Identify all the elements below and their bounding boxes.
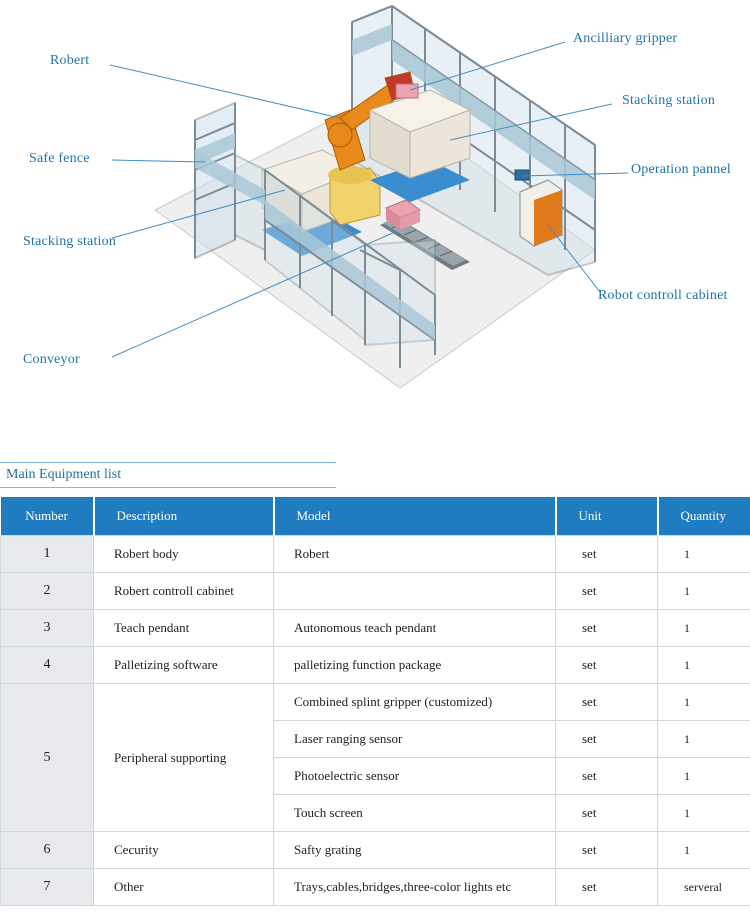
cell-model: Safty grating — [273, 831, 556, 869]
cell-quantity: 1 — [657, 831, 750, 869]
table-header-row: Number Description Model Unit Quantity — [0, 497, 750, 536]
equipment-table: Number Description Model Unit Quantity 1… — [0, 497, 750, 906]
robot-base — [328, 166, 381, 226]
cell-model: Photoelectric sensor — [273, 757, 556, 795]
cell-quantity: 1 — [657, 609, 750, 647]
robot-controll-cabinet — [519, 179, 563, 247]
cell-model: Laser ranging sensor — [273, 720, 556, 758]
cell-number: 7 — [0, 868, 94, 906]
cell-unit: set — [555, 572, 658, 610]
cell-unit: set — [555, 794, 658, 832]
fence-panels-front — [195, 150, 435, 340]
table-row: 6 Cecurity Safty grating set 1 — [0, 831, 750, 869]
cell-number: 1 — [0, 535, 94, 573]
cell-quantity: 1 — [657, 757, 750, 795]
cell-number: 6 — [0, 831, 94, 869]
cell-unit: set — [555, 757, 658, 795]
table-row: Laser ranging sensor set 1 — [1, 720, 750, 758]
cell-quantity: serveral — [657, 868, 750, 906]
cell-number: 3 — [0, 609, 94, 647]
cell-unit: set — [555, 831, 658, 869]
cell-description: Robert body — [93, 535, 274, 573]
cell-number: 2 — [0, 572, 94, 610]
table-row: 4 Palletizing software palletizing funct… — [0, 646, 750, 684]
cell-description: Peripheral supporting — [93, 683, 274, 832]
cell-quantity: 1 — [657, 572, 750, 610]
cell-unit: set — [555, 868, 658, 906]
table-row: 7 Other Trays,cables,bridges,three-color… — [0, 868, 750, 906]
conveyor — [380, 199, 470, 270]
table-row: 2 Robert controll cabinet set 1 — [0, 572, 750, 610]
cell-model: Touch screen — [273, 794, 556, 832]
cell-description: Other — [93, 868, 274, 906]
cell-description: Robert controll cabinet — [93, 572, 274, 610]
equipment-list-title: Main Equipment list — [6, 467, 122, 482]
cell-model: Trays,cables,bridges,three-color lights … — [273, 868, 556, 906]
cell-model — [273, 572, 556, 610]
header-unit: Unit — [555, 497, 659, 536]
cell-description: Teach pendant — [93, 609, 274, 647]
title-rule-top — [0, 462, 336, 463]
cell-unit: set — [555, 535, 658, 573]
callout-robot-controll-cabinet: Robot controll cabinet — [598, 288, 728, 303]
cell-quantity: 1 — [657, 683, 750, 721]
operation-pannel — [514, 169, 530, 181]
callout-operation-pannel: Operation pannel — [631, 162, 731, 177]
cell-description: Cecurity — [93, 831, 274, 869]
table-row: 5 Peripheral supporting Combined splint … — [0, 683, 750, 832]
callout-leader-lines — [109, 41, 629, 358]
palletizing-workcell-illustration — [109, 4, 629, 389]
header-number: Number — [0, 497, 95, 536]
header-quantity: Quantity — [657, 497, 750, 536]
callout-stacking-station-right: Stacking station — [622, 93, 716, 108]
cell-unit: set — [555, 646, 658, 684]
cell-number: 5 — [0, 683, 94, 832]
stacking-station-right — [368, 83, 472, 202]
header-description: Description — [93, 497, 275, 536]
cell-model: Autonomous teach pendant — [273, 609, 556, 647]
cell-model: palletizing function package — [273, 646, 556, 684]
cell-quantity: 1 — [657, 794, 750, 832]
cell-unit: set — [555, 720, 658, 758]
header-model: Model — [273, 497, 557, 536]
callout-safe-fence: Safe fence — [29, 151, 90, 166]
callout-stacking-station-left: Stacking station — [23, 234, 117, 249]
cell-model: Combined splint gripper (customized) — [273, 683, 556, 721]
callout-robert: Robert — [50, 53, 90, 68]
cell-quantity: 1 — [657, 535, 750, 573]
table-row: 1 Robert body Robert set 1 — [0, 535, 750, 573]
cell-description: Palletizing software — [93, 646, 274, 684]
callout-ancilliary-gripper: Ancilliary gripper — [573, 31, 678, 46]
cell-number: 4 — [0, 646, 94, 684]
cell-quantity: 1 — [657, 646, 750, 684]
callout-conveyor: Conveyor — [23, 352, 80, 367]
cell-unit: set — [555, 609, 658, 647]
table-row: 3 Teach pendant Autonomous teach pendant… — [0, 609, 750, 647]
table-row: Touch screen set 1 — [1, 794, 750, 832]
cell-model: Robert — [273, 535, 556, 573]
cell-unit: set — [555, 683, 658, 721]
workcell-diagram: Robert Safe fence Stacking station Conve… — [0, 0, 750, 415]
cell-quantity: 1 — [657, 720, 750, 758]
title-rule-bottom — [0, 487, 336, 488]
